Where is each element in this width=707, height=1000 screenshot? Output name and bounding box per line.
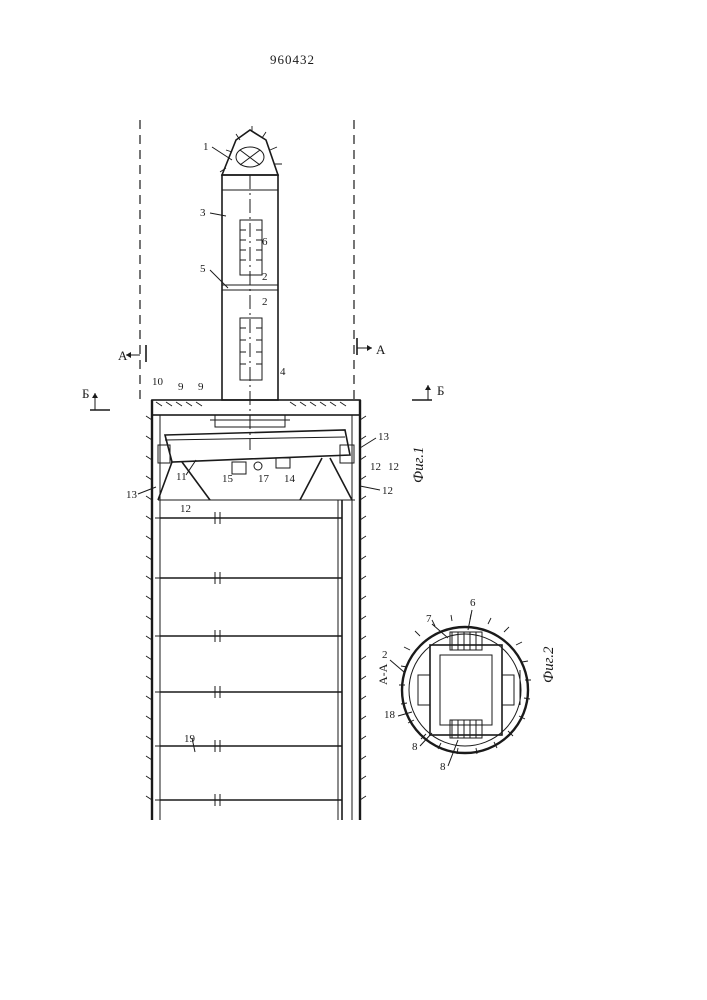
section-mark-b-left: Б — [82, 386, 110, 410]
callout-9a: 9 — [178, 381, 184, 393]
section-label-b-left: Б — [82, 386, 89, 401]
section-mark-b-right: Б — [412, 383, 444, 400]
fig2-callouts: 7 6 2 18 8 8 — [382, 597, 476, 773]
lining-ribs — [155, 512, 342, 806]
pilot-body — [222, 175, 278, 450]
callout-12a: 12 — [180, 503, 191, 515]
figure-2-cross-section: А-А 7 6 2 18 8 8 Фиг.2 — [376, 597, 557, 773]
callout-4: 4 — [280, 366, 286, 378]
callout-12b: 12 — [370, 461, 381, 473]
cutter-head — [220, 126, 282, 175]
callout-fig2-2: 2 — [382, 649, 388, 661]
callout-fig2-8b: 8 — [440, 761, 446, 773]
callout-fig2-18: 18 — [384, 709, 396, 721]
callout-fig2-8a: 8 — [412, 741, 418, 753]
section-label-aa: А-А — [376, 663, 390, 685]
callout-10: 10 — [152, 376, 164, 388]
section-label-b-right: Б — [437, 383, 444, 398]
callout-14: 14 — [284, 473, 296, 485]
callout-15: 15 — [222, 473, 234, 485]
figure-2-caption: Фиг.2 — [541, 646, 557, 683]
section-mark-a-right: А — [357, 338, 386, 357]
callout-9b: 9 — [198, 381, 204, 393]
figure-1-caption: Фиг.1 — [411, 447, 427, 483]
callout-2b: 2 — [262, 296, 268, 308]
section-mark-a-left: А — [118, 345, 146, 363]
callout-3: 3 — [200, 207, 206, 219]
callout-17: 17 — [258, 473, 270, 485]
callout-12c: 12 — [388, 461, 399, 473]
callout-fig2-7: 7 — [426, 613, 432, 625]
callout-13b: 13 — [378, 431, 390, 443]
callout-11: 11 — [176, 471, 187, 483]
callout-1: 1 — [203, 141, 209, 153]
callout-6: 6 — [262, 236, 268, 248]
callout-12d: 12 — [382, 485, 393, 497]
callout-fig2-6: 6 — [470, 597, 476, 609]
callout-13a: 13 — [126, 489, 138, 501]
callout-2a: 2 — [262, 271, 268, 283]
section-label-a-right: А — [376, 342, 386, 357]
section-label-a-left: А — [118, 348, 128, 363]
main-shield — [146, 400, 366, 820]
callout-5: 5 — [200, 263, 206, 275]
callout-19: 19 — [184, 733, 196, 745]
